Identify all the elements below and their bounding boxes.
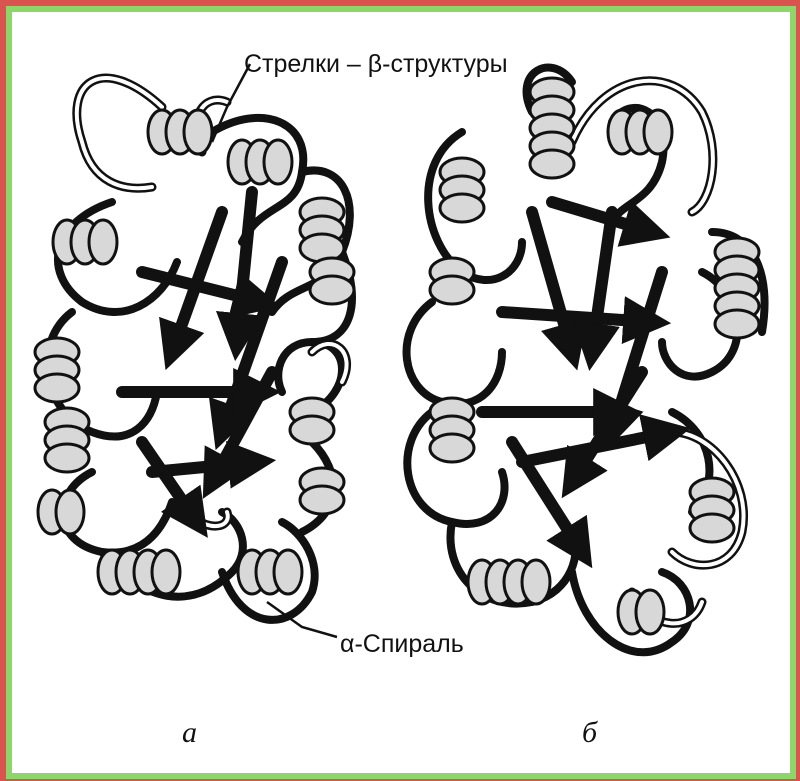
figure-frame: Стрелки – β-структуры α-Спираль а б <box>6 6 796 779</box>
alpha-helix-label: α-Спираль <box>340 630 464 658</box>
protein-diagram: Стрелки – β-структуры α-Спираль а б <box>12 12 790 773</box>
panel-b-structure <box>407 68 765 653</box>
panel-b-label: б <box>582 716 598 749</box>
panel-a-structure <box>47 78 352 620</box>
panel-a-label: а <box>182 716 197 749</box>
beta-strands-label: Стрелки – β-структуры <box>244 50 508 78</box>
